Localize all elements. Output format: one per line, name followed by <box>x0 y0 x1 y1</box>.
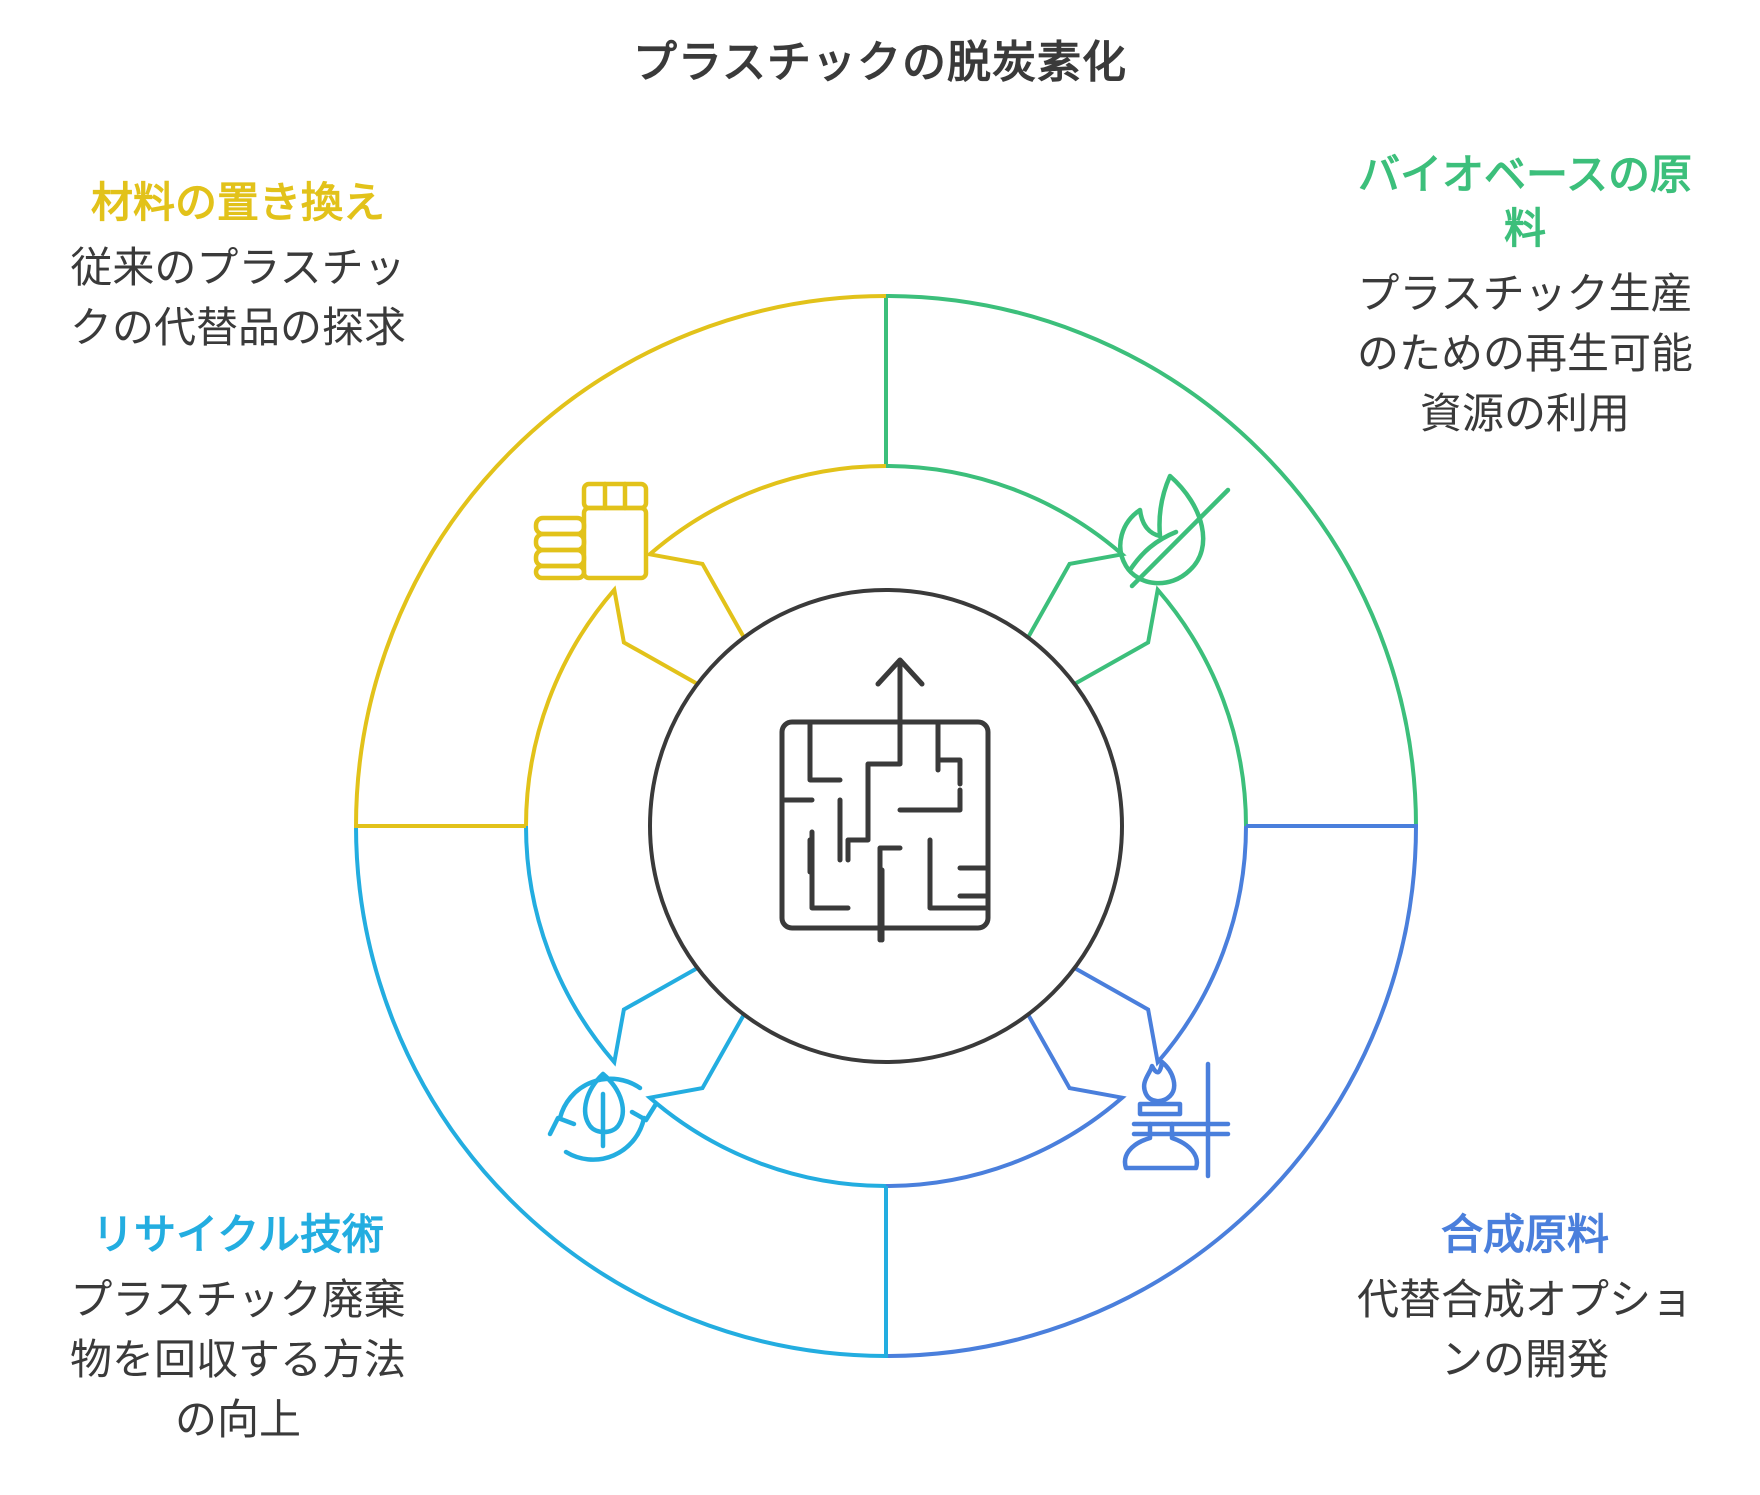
quadrant-heading: バイオベースの原 料 <box>1305 148 1745 256</box>
quadrant-description: プラスチック廃棄 物を回収する方法 の向上 <box>18 1270 458 1450</box>
segment-synthetic-inner-1 <box>1073 825 1248 1067</box>
no-fossil-flame-icon <box>1118 473 1231 589</box>
segment-substitution-outer <box>353 294 887 828</box>
segment-recycling-inner-2 <box>524 825 699 1067</box>
quadrant-heading: リサイクル技術 <box>92 1210 384 1259</box>
desc-line: 代替合成オプショ <box>1356 1275 1693 1324</box>
desc-line: プラスチック廃棄 <box>70 1275 406 1324</box>
desc-line: 資源の利用 <box>1419 389 1630 438</box>
lab-burner-icon <box>1122 1059 1231 1179</box>
segment-bio-based-inner-1 <box>885 464 1127 639</box>
maze-icon <box>779 657 991 943</box>
ring-segments <box>353 293 1419 1359</box>
desc-line: のための再生可能 <box>1356 329 1693 378</box>
stacked-materials-icon <box>533 481 649 581</box>
segment-bio-based-outer <box>884 293 1418 827</box>
heading-line: バイオベースの原 <box>1358 150 1692 199</box>
center-circle <box>648 588 1124 1064</box>
segment-substitution-inner-1 <box>524 585 699 827</box>
desc-line: の向上 <box>174 1395 301 1444</box>
quadrant-description: プラスチック生産 のための再生可能 資源の利用 <box>1305 264 1745 444</box>
desc-line: ンの開発 <box>1440 1335 1609 1384</box>
segment-substitution-inner-2 <box>645 464 887 639</box>
recycle-leaf-icon <box>547 1071 659 1162</box>
heading-line: 料 <box>1503 204 1546 253</box>
desc-line: 物を回収する方法 <box>69 1335 406 1384</box>
quadrant-description: 従来のプラスチッ クの代替品の探求 <box>18 238 458 358</box>
segment-recycling-outer <box>354 825 888 1359</box>
quadrant-heading: 材料の置き換え <box>90 178 385 227</box>
quadrant-material-substitution: 材料の置き換え 従来のプラスチッ クの代替品の探求 <box>18 176 458 358</box>
segment-synthetic-inner-2 <box>885 1013 1127 1188</box>
diagram-title: プラスチックの脱炭素化 <box>632 37 1128 88</box>
quadrant-recycling-technology: リサイクル技術 プラスチック廃棄 物を回収する方法 の向上 <box>18 1208 458 1450</box>
desc-line: 従来のプラスチッ <box>70 243 406 292</box>
quadrant-heading: 合成原料 <box>1440 1210 1609 1259</box>
segment-synthetic-outer <box>885 824 1419 1358</box>
quadrant-bio-based-feedstock: バイオベースの原 料 プラスチック生産 のための再生可能 資源の利用 <box>1305 148 1745 444</box>
quadrant-description: 代替合成オプショ ンの開発 <box>1305 1270 1745 1390</box>
quadrant-synthetic-feedstock: 合成原料 代替合成オプショ ンの開発 <box>1305 1208 1745 1390</box>
desc-line: プラスチック生産 <box>1357 269 1693 318</box>
desc-line: クの代替品の探求 <box>69 303 406 352</box>
segment-bio-based-inner-2 <box>1073 585 1248 827</box>
